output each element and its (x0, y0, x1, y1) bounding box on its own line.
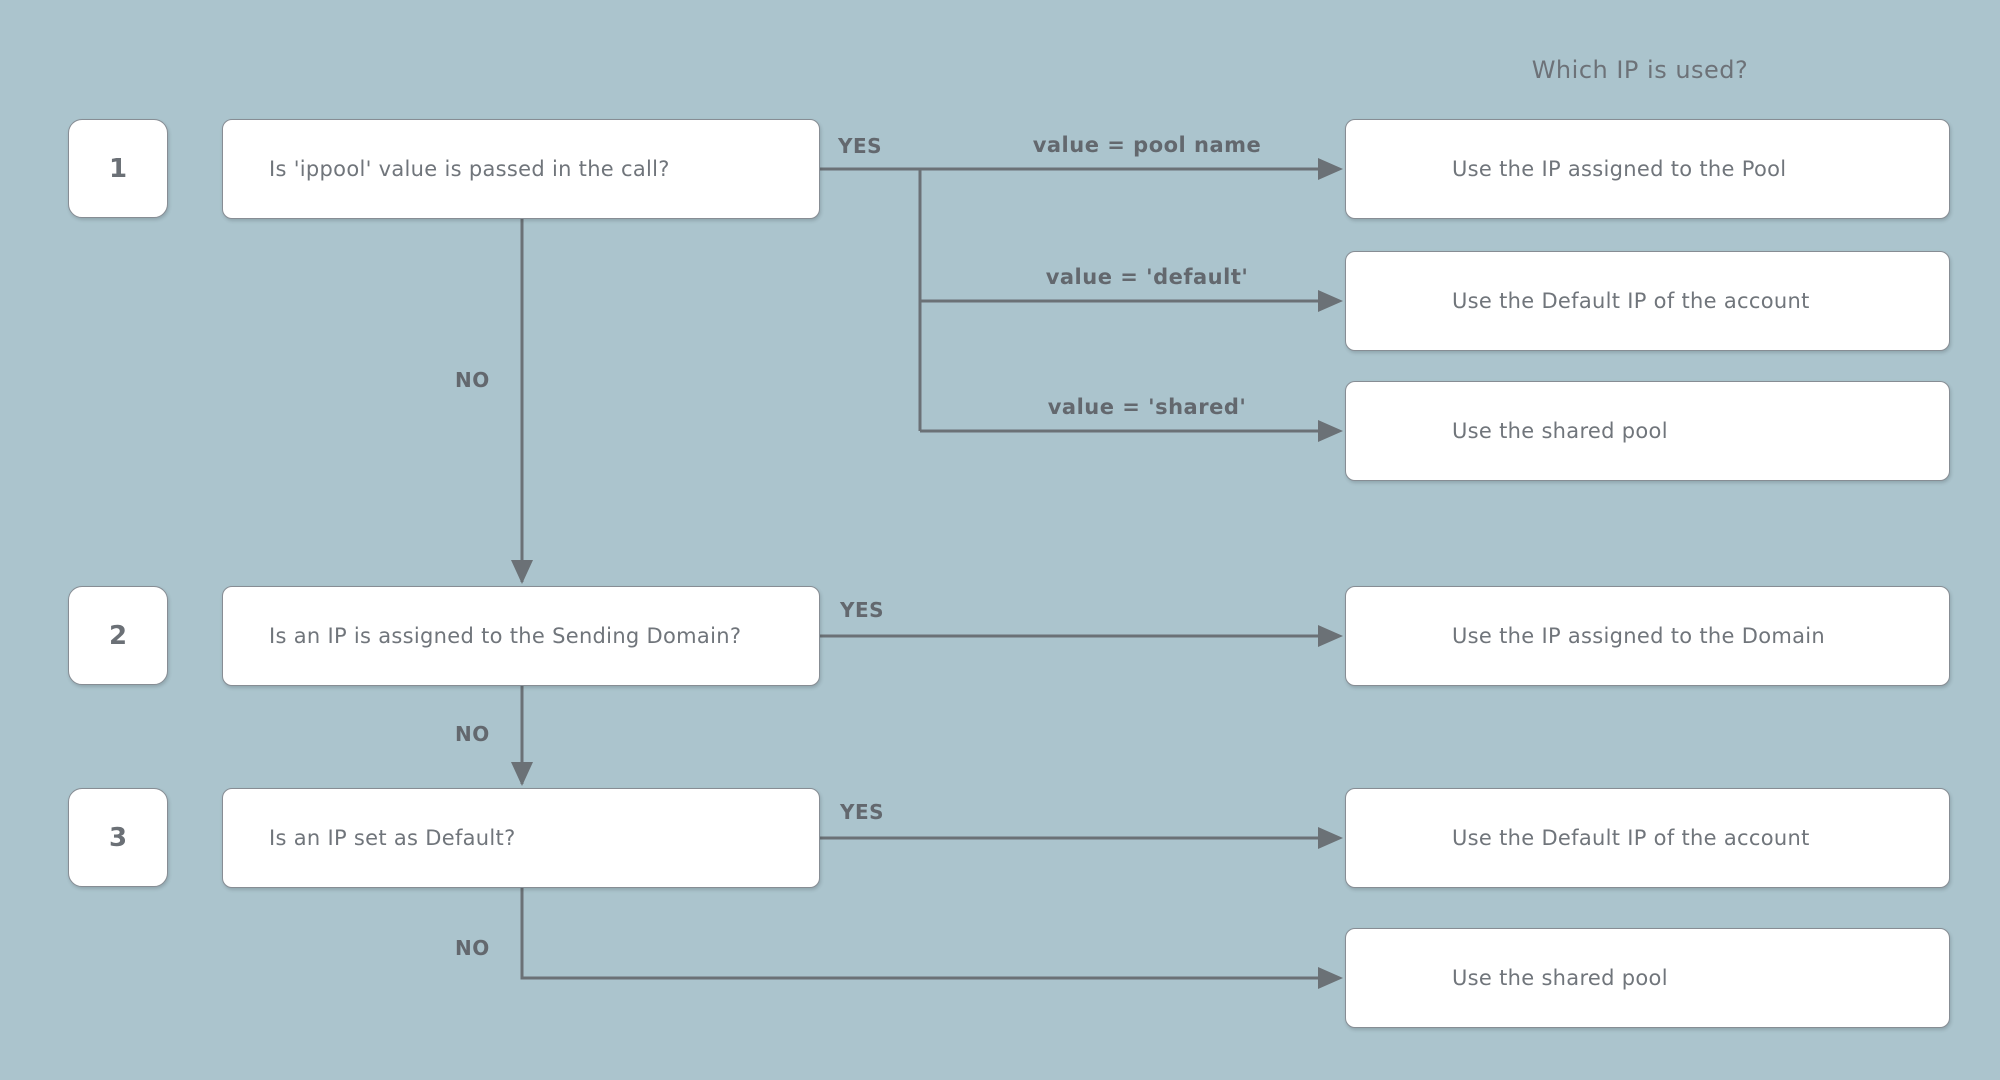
branch-label-default: value = 'default' (1045, 265, 1249, 289)
result-text: Use the Default IP of the account (1452, 826, 1810, 850)
yes-label-3: YES (840, 800, 885, 824)
result-box-default-ip: Use the Default IP of the account (1345, 251, 1950, 351)
question-box-1: Is 'ippool' value is passed in the call? (222, 119, 820, 219)
no-label-1: NO (455, 368, 490, 392)
question-box-3: Is an IP set as Default? (222, 788, 820, 888)
result-box-shared-pool-2: Use the shared pool (1345, 928, 1950, 1028)
step-badge-2: 2 (68, 586, 168, 685)
result-box-domain-ip: Use the IP assigned to the Domain (1345, 586, 1950, 686)
result-box-pool: Use the IP assigned to the Pool (1345, 119, 1950, 219)
result-box-shared-pool: Use the shared pool (1345, 381, 1950, 481)
step-number: 3 (108, 822, 128, 853)
yes-label-1: YES (838, 134, 883, 158)
page-title: Which IP is used? (1531, 56, 1749, 84)
question-text: Is 'ippool' value is passed in the call? (269, 157, 670, 181)
step-badge-3: 3 (68, 788, 168, 887)
no-label-3: NO (455, 936, 490, 960)
result-text: Use the Default IP of the account (1452, 289, 1810, 313)
step-badge-1: 1 (68, 119, 168, 218)
question-text: Is an IP is assigned to the Sending Doma… (269, 624, 742, 648)
question-text: Is an IP set as Default? (269, 826, 516, 850)
result-text: Use the shared pool (1452, 419, 1668, 443)
result-text: Use the IP assigned to the Pool (1452, 157, 1787, 181)
branch-label-pool-name: value = pool name (1032, 133, 1262, 157)
branch-label-shared: value = 'shared' (1047, 395, 1247, 419)
question-box-2: Is an IP is assigned to the Sending Doma… (222, 586, 820, 686)
no-label-2: NO (455, 722, 490, 746)
step-number: 2 (108, 620, 128, 651)
yes-label-2: YES (840, 598, 885, 622)
result-text: Use the IP assigned to the Domain (1452, 624, 1826, 648)
result-box-default-ip-2: Use the Default IP of the account (1345, 788, 1950, 888)
result-text: Use the shared pool (1452, 966, 1668, 990)
step-number: 1 (108, 153, 128, 184)
